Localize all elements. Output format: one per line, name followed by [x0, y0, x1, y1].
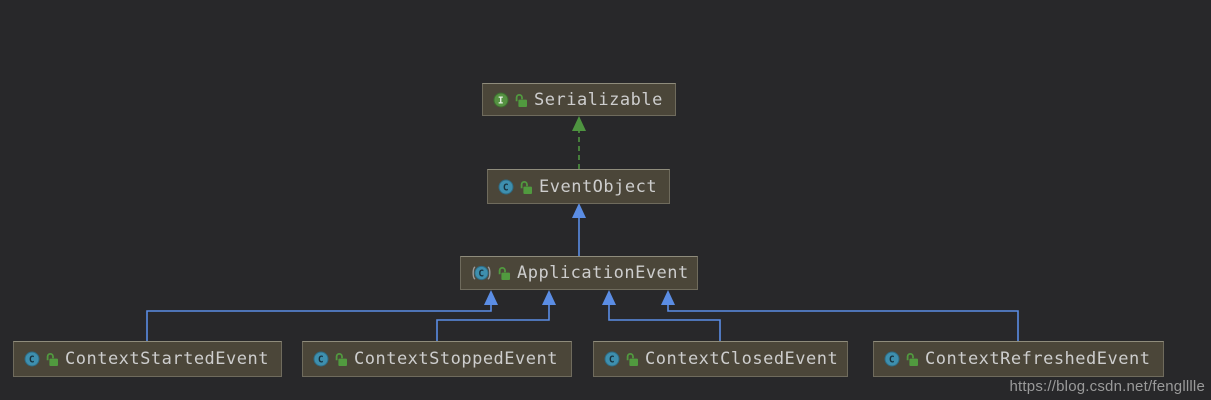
node-label: ContextStartedEvent [65, 349, 269, 369]
node-label: ContextStoppedEvent [354, 349, 558, 369]
node-eventobject[interactable]: C EventObject [487, 169, 670, 204]
svg-text:I: I [498, 95, 504, 106]
node-label: ApplicationEvent [517, 263, 689, 283]
edge-extends-contextclosedevent-applicationevent[interactable] [602, 290, 721, 341]
class-icon: C [498, 179, 514, 195]
node-contextstartedevent[interactable]: C ContextStartedEvent [13, 341, 282, 377]
edge-extends-applicationevent-eventobject[interactable] [572, 203, 586, 256]
public-lock-icon [496, 265, 511, 281]
edge-extends-contextstartedevent-applicationevent[interactable] [146, 290, 498, 341]
public-lock-icon [333, 351, 348, 367]
class-icon: C [884, 351, 900, 367]
node-label: EventObject [539, 176, 658, 197]
public-lock-icon [513, 92, 528, 108]
class-icon: C [604, 351, 620, 367]
abstract-class-icon: C [471, 265, 492, 281]
node-serializable[interactable]: I Serializable [482, 83, 676, 116]
svg-text:C: C [503, 182, 509, 193]
class-icon: C [24, 351, 40, 367]
svg-text:C: C [318, 355, 324, 366]
node-label: ContextRefreshedEvent [925, 349, 1151, 369]
node-contextrefreshedevent[interactable]: C ContextRefreshedEvent [873, 341, 1164, 377]
edge-implements-eventobject-serializable[interactable] [572, 116, 586, 169]
class-icon: C [313, 351, 329, 367]
svg-text:C: C [29, 355, 35, 366]
node-applicationevent[interactable]: C ApplicationEvent [460, 256, 698, 290]
svg-text:C: C [889, 355, 895, 366]
node-label: Serializable [534, 89, 663, 110]
public-lock-icon [44, 351, 59, 367]
node-contextclosedevent[interactable]: C ContextClosedEvent [593, 341, 848, 377]
edge-extends-contextstoppedevent-applicationevent[interactable] [436, 290, 556, 341]
interface-icon: I [493, 92, 509, 108]
public-lock-icon [518, 179, 533, 195]
node-contextstoppedevent[interactable]: C ContextStoppedEvent [302, 341, 572, 377]
edge-extends-contextrefreshedevent-applicationevent[interactable] [661, 290, 1019, 341]
svg-text:C: C [609, 355, 615, 366]
public-lock-icon [624, 351, 639, 367]
node-label: ContextClosedEvent [645, 349, 839, 369]
svg-text:C: C [478, 268, 484, 279]
public-lock-icon [904, 351, 919, 367]
watermark: https://blog.csdn.net/fenglllle [1009, 378, 1205, 395]
